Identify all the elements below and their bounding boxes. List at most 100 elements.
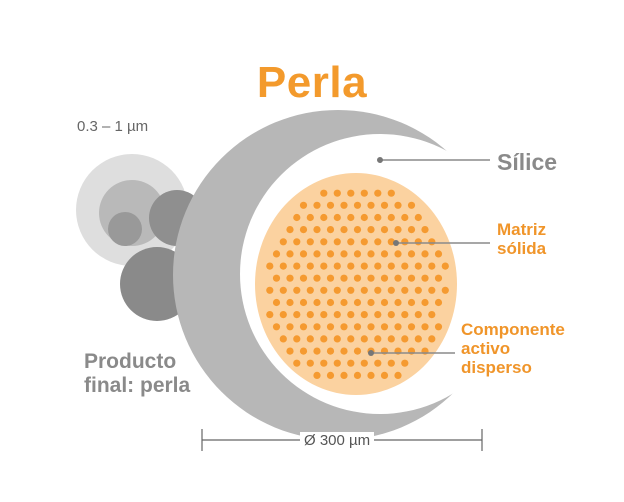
final-product-label: Producto final: perla (84, 350, 190, 398)
active-dot (320, 262, 328, 270)
active-dot (374, 311, 382, 319)
active-dot (387, 213, 395, 222)
active-dot (387, 311, 395, 319)
active-dot (326, 226, 335, 234)
page-title: Perla (256, 58, 368, 107)
active-dot (313, 250, 321, 258)
active-dot (347, 213, 355, 222)
active-dot (340, 201, 348, 209)
active-dot (313, 201, 321, 209)
active-dot (340, 371, 348, 379)
active-dot (347, 189, 355, 197)
active-dot (360, 359, 368, 367)
active-dot (286, 298, 294, 307)
active-dot (380, 371, 389, 379)
active-dot (326, 250, 335, 258)
active-dot (428, 311, 436, 319)
active-dot (367, 371, 375, 379)
active-dot (279, 335, 287, 343)
active-dot (367, 250, 375, 258)
active-dot (299, 298, 308, 307)
active-dot (299, 274, 308, 282)
active-dot (320, 311, 328, 319)
active-dot (279, 311, 287, 319)
active-dot (387, 335, 395, 343)
active-dot (320, 238, 328, 246)
active-dot (286, 274, 294, 282)
active-dot (374, 286, 382, 294)
active-dot (293, 286, 301, 294)
active-dot (306, 286, 314, 294)
active-dot (286, 250, 294, 258)
particle-small-dark (108, 212, 142, 246)
active-dot (340, 298, 348, 307)
active-dot (347, 359, 355, 367)
active-dot (394, 226, 402, 234)
active-dot (313, 298, 321, 307)
active-dot (340, 274, 348, 282)
active-dot (387, 359, 395, 367)
active-dot (286, 347, 294, 355)
active-dot (333, 189, 341, 197)
active-dot (374, 335, 382, 343)
active-dot (380, 274, 389, 282)
active-dot (428, 286, 436, 294)
active-dot (340, 347, 348, 355)
active-line1: Componente (461, 320, 565, 339)
active-dot (279, 238, 287, 246)
active-dot (367, 323, 375, 331)
active-dot (286, 226, 294, 234)
active-dot (428, 262, 436, 270)
active-dot (407, 201, 416, 209)
active-dot (434, 298, 443, 307)
active-dot (421, 323, 429, 331)
active-dot (414, 286, 422, 294)
active-dot (407, 323, 416, 331)
active-dot (326, 201, 335, 209)
active-dot (326, 323, 335, 331)
leader-dots (368, 157, 399, 356)
active-dot (407, 298, 416, 307)
active-dot (340, 323, 348, 331)
active-dot (360, 286, 368, 294)
active-dot (299, 226, 308, 234)
active-dot (347, 286, 355, 294)
active-dot (266, 286, 274, 294)
active-dot (306, 262, 314, 270)
active-dot (326, 274, 335, 282)
active-dot (333, 359, 341, 367)
active-dot (414, 213, 422, 222)
active-dot (421, 250, 429, 258)
active-dot (306, 238, 314, 246)
silica-label: Sílice (497, 149, 558, 175)
active-dot (421, 274, 429, 282)
active-dot (353, 371, 362, 379)
active-dot (313, 371, 321, 379)
active-dot (394, 298, 402, 307)
active-dot (306, 359, 314, 367)
active-dot (421, 298, 429, 307)
active-dot (434, 250, 443, 258)
active-dot (306, 213, 314, 222)
active-dot (394, 371, 402, 379)
leader-lines (370, 159, 490, 354)
active-dot (299, 250, 308, 258)
diameter-label: Ø 300 µm (300, 432, 375, 449)
active-dot (353, 226, 362, 234)
active-dot (293, 262, 301, 270)
active-dot (374, 262, 382, 270)
active-dot (394, 250, 402, 258)
matrix-label: Matriz sólida (497, 220, 546, 258)
active-dot (293, 213, 301, 222)
active-dot (394, 274, 402, 282)
active-dot (353, 298, 362, 307)
active-dot (286, 323, 294, 331)
active-dot (279, 286, 287, 294)
active-dot (347, 335, 355, 343)
active-dot (272, 298, 281, 307)
active-dot (360, 335, 368, 343)
active-dot (272, 250, 281, 258)
active-dot (299, 323, 308, 331)
active-dot (394, 323, 402, 331)
